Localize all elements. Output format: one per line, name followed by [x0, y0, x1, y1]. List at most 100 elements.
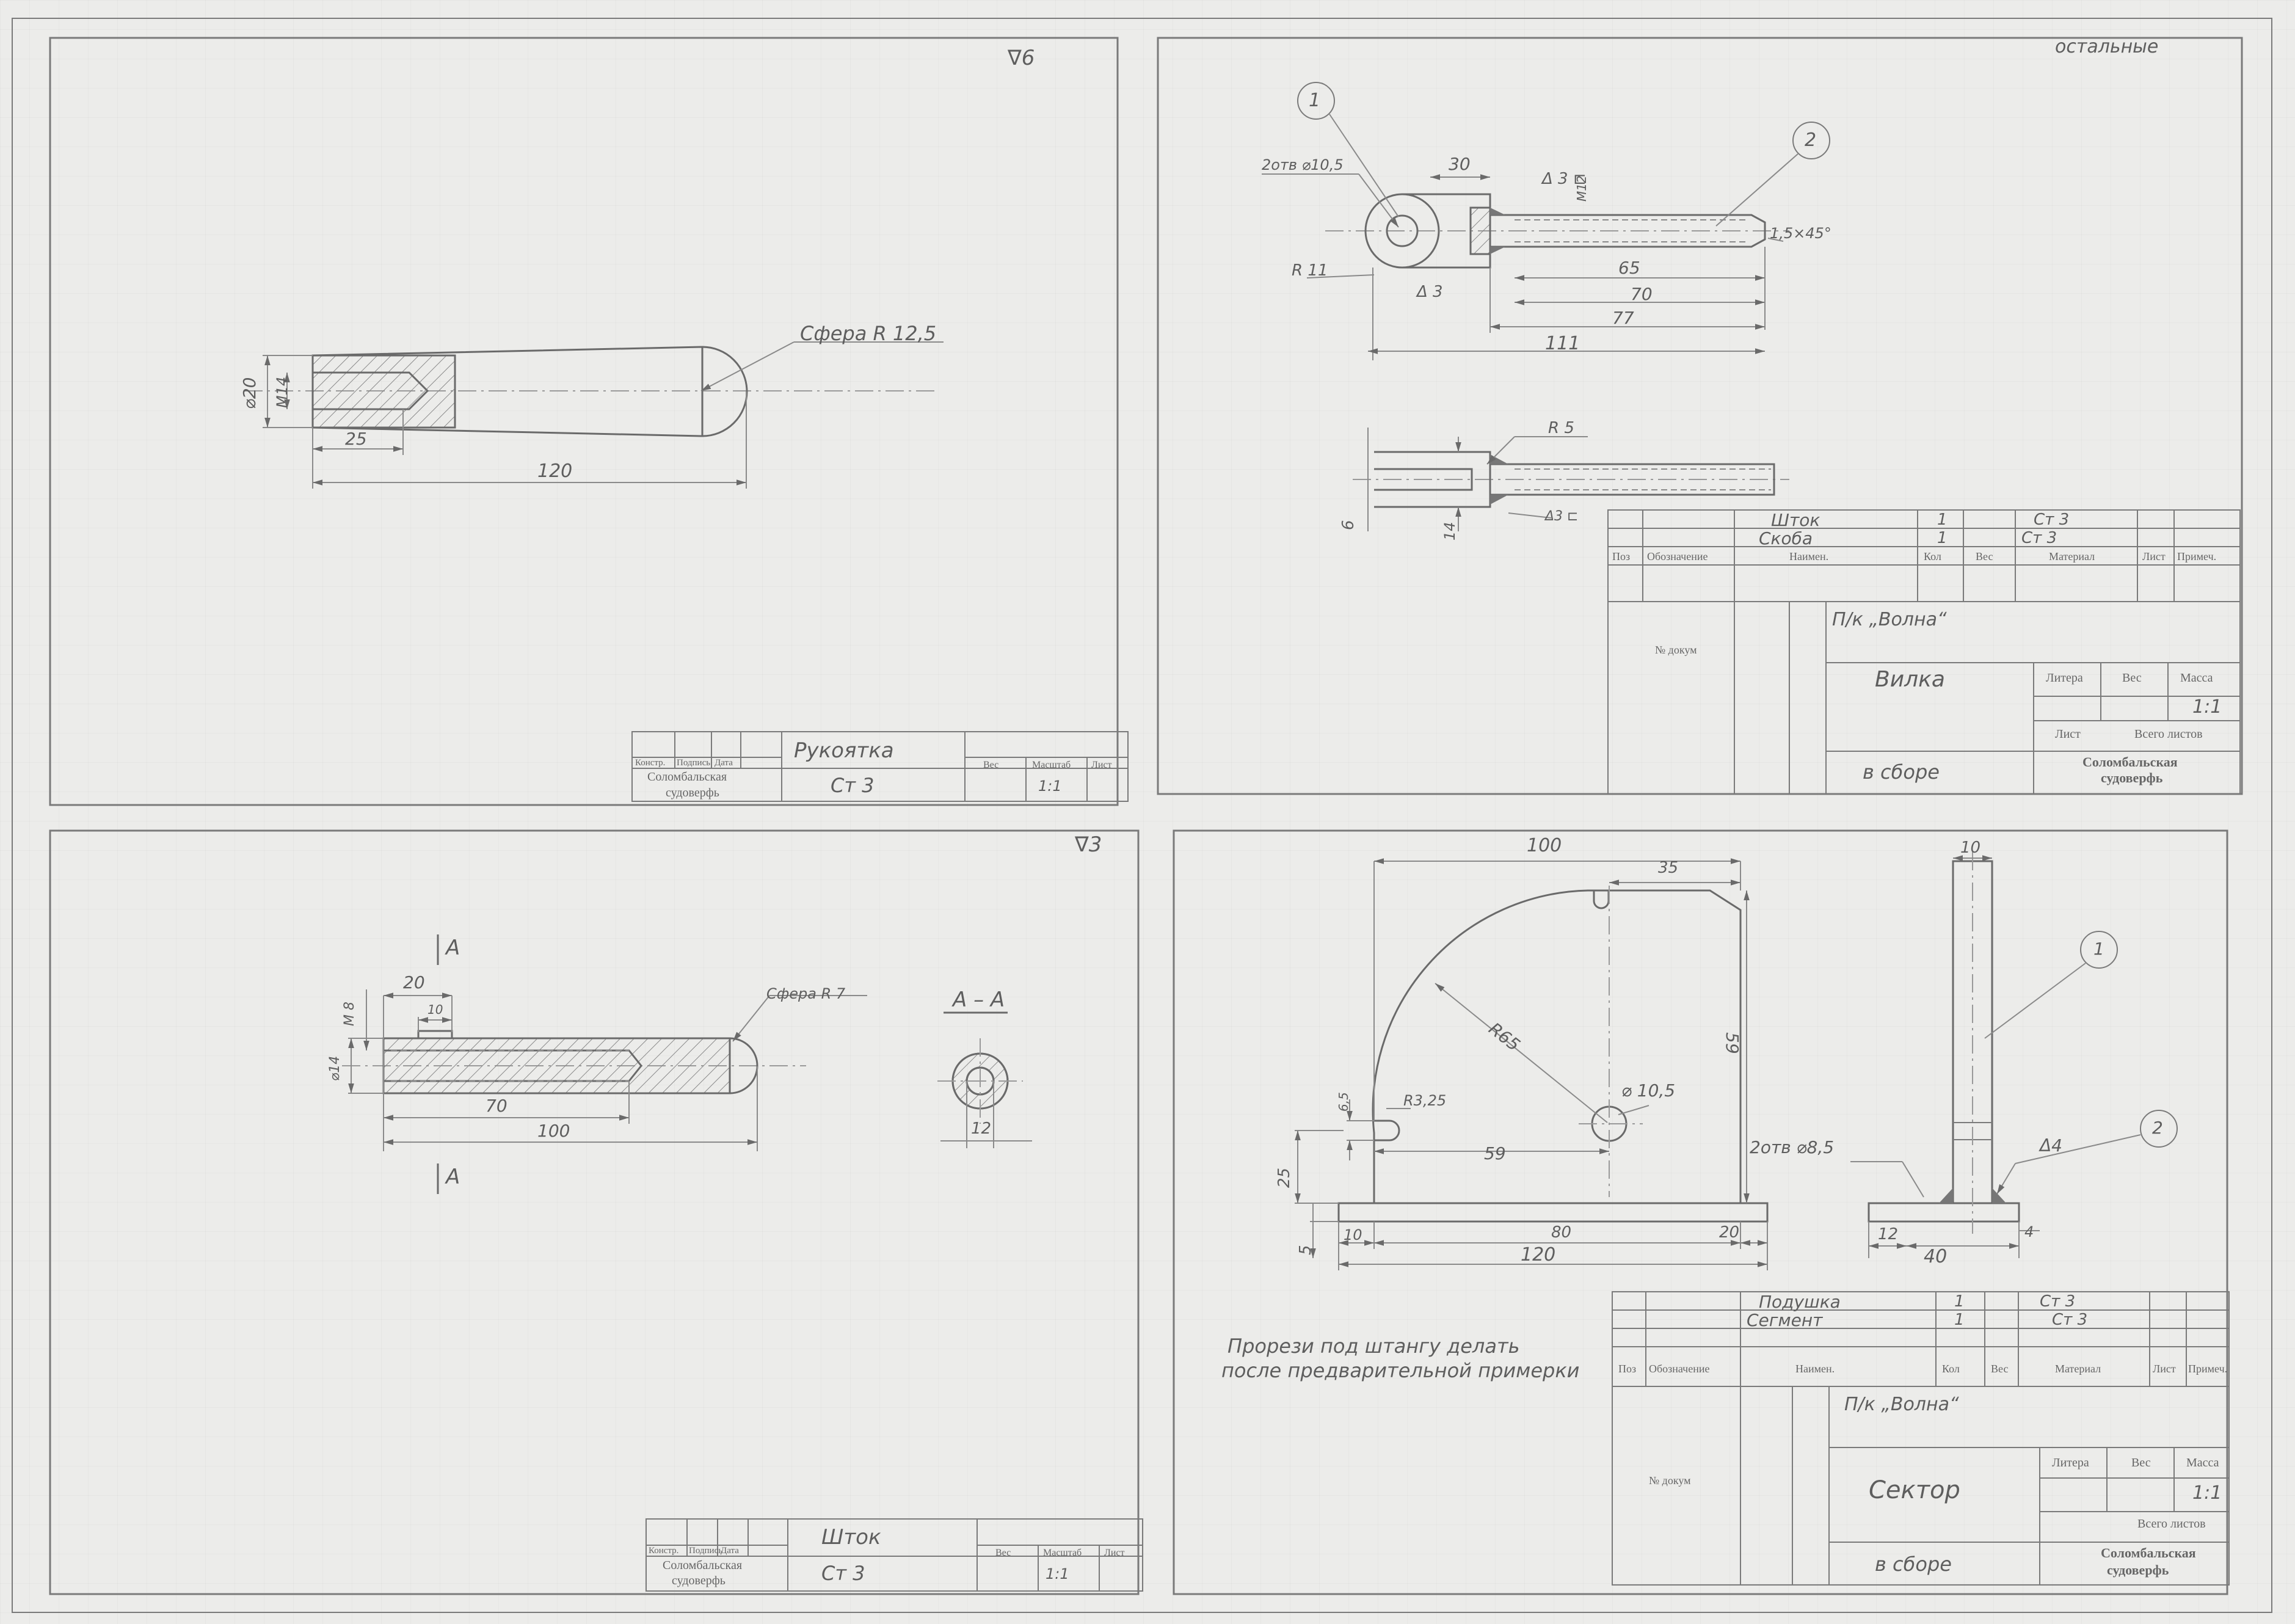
sektor-bom-hdr-mat: Материал [2055, 1363, 2101, 1375]
sektor-bom-hdr-kol: Кол [1942, 1363, 1960, 1375]
shtok-section-mark-top: A [446, 936, 460, 960]
shtok-tb-konstr: Констр. [649, 1546, 679, 1556]
shtok-dim-100: 100 [537, 1121, 570, 1141]
vilka-scale: 1:1 [2192, 696, 2222, 718]
sektor-title-block [1612, 1291, 2230, 1586]
sektor-bom-row2-material: Ст 3 [2052, 1311, 2088, 1329]
handle-tb-org1: Соломбальская [647, 770, 727, 784]
sektor-dim-35: 35 [1658, 859, 1679, 877]
sektor-ves: Вес [2131, 1456, 2151, 1469]
handle-tb-masshtab: Масштаб [1032, 760, 1071, 770]
sektor-dim-40: 40 [1924, 1246, 1948, 1267]
sektor-dim-4: 4 [2024, 1223, 2034, 1240]
shtok-dim-20: 20 [403, 972, 425, 992]
sektor-bom-hdr-pos: Поз [1618, 1363, 1637, 1375]
vilka-dim-77: 77 [1612, 308, 1634, 328]
shtok-tb-org2: судоверфь [672, 1574, 726, 1587]
vilka-vsego: Всего листов [2134, 727, 2203, 741]
sheet-border [12, 18, 2272, 1613]
shtok-dim-m8: М 8 [342, 1002, 357, 1026]
roughness-mark-general: ∇6 [1008, 46, 1035, 70]
sektor-name: Сектор [1869, 1476, 1960, 1504]
roughness-mark-shtok: ∇3 [1075, 832, 1102, 857]
sektor-dim-59-vertical: 59 [1722, 1032, 1742, 1054]
vilka-title-block [1607, 509, 2241, 795]
vilka-bom-row2-material: Ст 3 [2021, 529, 2057, 547]
handle-hatched-section [311, 354, 456, 429]
shtok-dim-10: 10 [427, 1002, 443, 1017]
panel-shtok-frame [49, 829, 1140, 1595]
vilka-balloon-2-label: 2 [1805, 129, 1817, 151]
sektor-dim-25: 25 [1275, 1167, 1293, 1188]
sektor-dim-20: 20 [1719, 1223, 1740, 1242]
vilka-chamfer: 1,5×45° [1770, 225, 1831, 242]
vilka-bom-hdr-mat: Материал [2049, 550, 2095, 563]
sektor-dim-10: 10 [1344, 1226, 1362, 1243]
sektor-note-line1: Прорези под штангу делать [1228, 1335, 1520, 1358]
shtok-tb-data: Дата [721, 1546, 739, 1556]
vilka-bom-hdr-ves: Вес [1976, 550, 1993, 563]
handle-tb-org2: судоверфь [666, 786, 719, 799]
vilka-bom-hdr-list: Лист [2142, 550, 2166, 563]
handle-tb-name: Рукоятка [794, 738, 894, 763]
vilka-bom-row1-material: Ст 3 [2034, 511, 2070, 529]
vilka-balloon-1 [1297, 82, 1335, 120]
sektor-bom-row2-qty: 1 [1954, 1311, 1965, 1329]
shtok-tb-ves: Вес [995, 1548, 1011, 1558]
sektor-dim-120: 120 [1521, 1244, 1556, 1265]
sektor-dim-5: 5 [1297, 1245, 1315, 1255]
handle-tb-list: Лист [1091, 760, 1112, 770]
sektor-bom-hdr-oboz: Обозначение [1649, 1363, 1710, 1375]
vilka-list: Лист [2055, 727, 2081, 741]
handle-drawing [244, 341, 944, 489]
vilka-balloon-1-label: 1 [1309, 90, 1321, 111]
sektor-vessel: П/к „Волна“ [1844, 1394, 1959, 1415]
sektor-bom-row1-name: Подушка [1759, 1292, 1841, 1312]
sektor-holes-callout: 2отв ⌀8,5 [1750, 1137, 1835, 1157]
vilka-bom-row2-qty: 1 [1937, 529, 1948, 547]
vilka-weld-3: Δ3 ⊏ [1545, 509, 1579, 524]
sektor-dim-6-5: 6,5 [1336, 1092, 1351, 1112]
shtok-dim-70: 70 [486, 1096, 507, 1116]
vilka-doc: № докум [1655, 644, 1697, 656]
sektor-balloon-1 [2080, 931, 2118, 969]
handle-tb-material: Ст 3 [831, 774, 875, 797]
vilka-dim-70: 70 [1631, 284, 1653, 304]
vilka-ves: Вес [2122, 671, 2142, 685]
handle-dim-thread: М14 [274, 376, 291, 408]
shtok-tb-list: Лист [1104, 1548, 1125, 1558]
sektor-dim-100: 100 [1527, 835, 1562, 856]
sektor-bom-hdr-list: Лист [2153, 1363, 2176, 1375]
sektor-weld: Δ4 [2040, 1135, 2062, 1156]
handle-tb-podpis: Подпись [677, 758, 711, 768]
sektor-dim-80: 80 [1551, 1223, 1572, 1242]
vilka-bom-hdr-oboz: Обозначение [1647, 550, 1708, 563]
vilka-litera: Литера [2046, 671, 2083, 685]
shtok-title-block [646, 1518, 1143, 1592]
sektor-scale: 1:1 [2192, 1482, 2222, 1504]
handle-dim-length: 120 [537, 461, 573, 482]
sektor-balloon-1-label: 1 [2093, 939, 2104, 959]
sektor-mass: Масса [2186, 1456, 2219, 1469]
sektor-balloon-2-label: 2 [2152, 1118, 2163, 1138]
vilka-bom-hdr-naim: Наимен. [1789, 550, 1829, 563]
vilka-weld-1: Δ 3 ⊏ [1542, 170, 1587, 188]
vilka-dim-r11: R 11 [1292, 261, 1328, 280]
vilka-bom-hdr-prim: Примеч. [2177, 550, 2217, 563]
shtok-tb-material: Ст 3 [821, 1562, 865, 1585]
handle-dim-depth: 25 [345, 429, 367, 449]
sektor-note-line2: после предварительной примерки [1221, 1359, 1580, 1382]
handle-dim-diameter: ⌀20 [239, 377, 260, 410]
sektor-bom-hdr-naim: Наимен. [1795, 1363, 1835, 1375]
sektor-dim-r325: R3,25 [1403, 1092, 1447, 1109]
vilka-dim-30: 30 [1449, 154, 1471, 174]
sektor-vsego: Всего листов [2137, 1517, 2206, 1531]
vilka-dim-6: 6 [1339, 520, 1358, 530]
sektor-bom-row2-name: Сегмент [1747, 1310, 1823, 1330]
vilka-bom-hdr-kol: Кол [1924, 550, 1941, 563]
sektor-litera: Литера [2052, 1456, 2089, 1469]
sektor-doc: № докум [1649, 1474, 1691, 1487]
handle-tb-scale: 1:1 [1038, 777, 1062, 795]
